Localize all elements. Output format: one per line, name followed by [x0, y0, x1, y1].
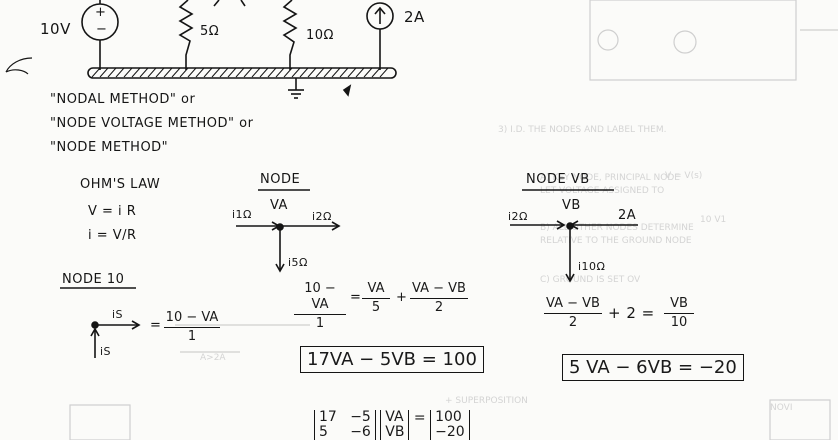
coefficient-matrix: 17 −5 5 −6 [314, 410, 376, 440]
node-b-frac2-num: VB [670, 296, 688, 311]
unknown-vector: VA VB [380, 409, 410, 440]
node-a-frac1-den: 1 [315, 316, 325, 331]
node-a-frac3: VA − VB 2 [410, 281, 468, 316]
node-b-frac1-num: VA − VB [546, 296, 600, 311]
method-name-3: "NODE METHOD" [50, 140, 169, 155]
resistor-10-ohm [282, 0, 298, 70]
node-b-current-down: i10Ω [578, 260, 606, 273]
matrix-a12: −5 [350, 409, 371, 425]
node-a-current-down: i5Ω [288, 256, 308, 269]
ohms-law-eq1: V = i R [88, 204, 137, 219]
node-a-label: VA [270, 198, 288, 213]
node-a-frac2-den: 5 [371, 300, 381, 315]
node10-denominator: 1 [187, 329, 197, 344]
source-voltage-label: 10V [40, 20, 71, 38]
resistor-5-label: 5Ω [200, 24, 220, 39]
node10-equals: = [150, 318, 162, 333]
node-b-frac2: VB 10 [664, 296, 694, 331]
matrix-b2: −20 [435, 424, 465, 440]
method-name-2: "NODE VOLTAGE METHOD" or [50, 116, 254, 131]
node-a-frac2-num: VA [367, 281, 385, 296]
matrix-vb: VB [385, 424, 405, 440]
matrix-equals: = [413, 410, 426, 426]
constant-vector: 100 −20 [430, 410, 470, 440]
node-b-title: NODE VB [526, 172, 590, 187]
node10-is-side-label: iS [100, 345, 112, 358]
node-a-frac1-num: 10 − VA [304, 281, 336, 312]
source-minus-sign: − [96, 22, 108, 37]
node-a-title: NODE [260, 172, 301, 187]
node10-numerator: 10 − VA [165, 310, 219, 325]
node10-title: NODE 10 [62, 272, 125, 287]
resistor-10-label: 10Ω [306, 28, 334, 43]
node-b-frac1-den: 2 [568, 315, 578, 330]
current-source-label: 2A [404, 8, 425, 26]
node-a-frac2: VA 5 [362, 281, 390, 316]
matrix-equation: 17 −5 5 −6 VA VB = 100 −20 [314, 410, 470, 440]
source-plus-sign: + [95, 5, 107, 20]
node10-is-label: iS [112, 308, 124, 321]
node-b-frac2-den: 10 [670, 315, 688, 330]
node-a-frac1: 10 − VA 1 [294, 281, 346, 332]
method-name-1: "NODAL METHOD" or [50, 92, 196, 107]
node-a-frac3-num: VA − VB [412, 281, 466, 296]
matrix-b1: 100 [435, 409, 462, 425]
ohms-law-eq2: i = V/R [88, 228, 137, 243]
node10-fraction: 10 − VA 1 [164, 310, 220, 345]
node-a-current-in: i1Ω [232, 208, 252, 221]
ohms-law-title: OHM'S LAW [80, 177, 161, 192]
node-b-result-box: 5 VA − 6VB = −20 [562, 354, 744, 381]
node-a-result-box: 17VA − 5VB = 100 [300, 346, 484, 373]
node-b-current-source: 2A [618, 208, 637, 223]
node-b-frac1: VA − VB 2 [544, 296, 602, 331]
matrix-a22: −6 [350, 424, 371, 440]
ground-bus [87, 67, 397, 79]
node-b-current-in: i2Ω [508, 210, 528, 223]
node-b-plus-two: + 2 = [608, 304, 655, 322]
node-b-label: VB [562, 198, 581, 213]
matrix-a21: 5 [319, 424, 328, 440]
node-a-eq-sign: = [350, 290, 362, 305]
node-a-plus-sign: + [396, 290, 408, 305]
resistor-5-ohm [178, 0, 194, 70]
node-a-frac3-den: 2 [434, 300, 444, 315]
node-a-current-out: i2Ω [312, 210, 332, 223]
matrix-va: VA [385, 409, 404, 425]
matrix-a11: 17 [319, 409, 337, 425]
